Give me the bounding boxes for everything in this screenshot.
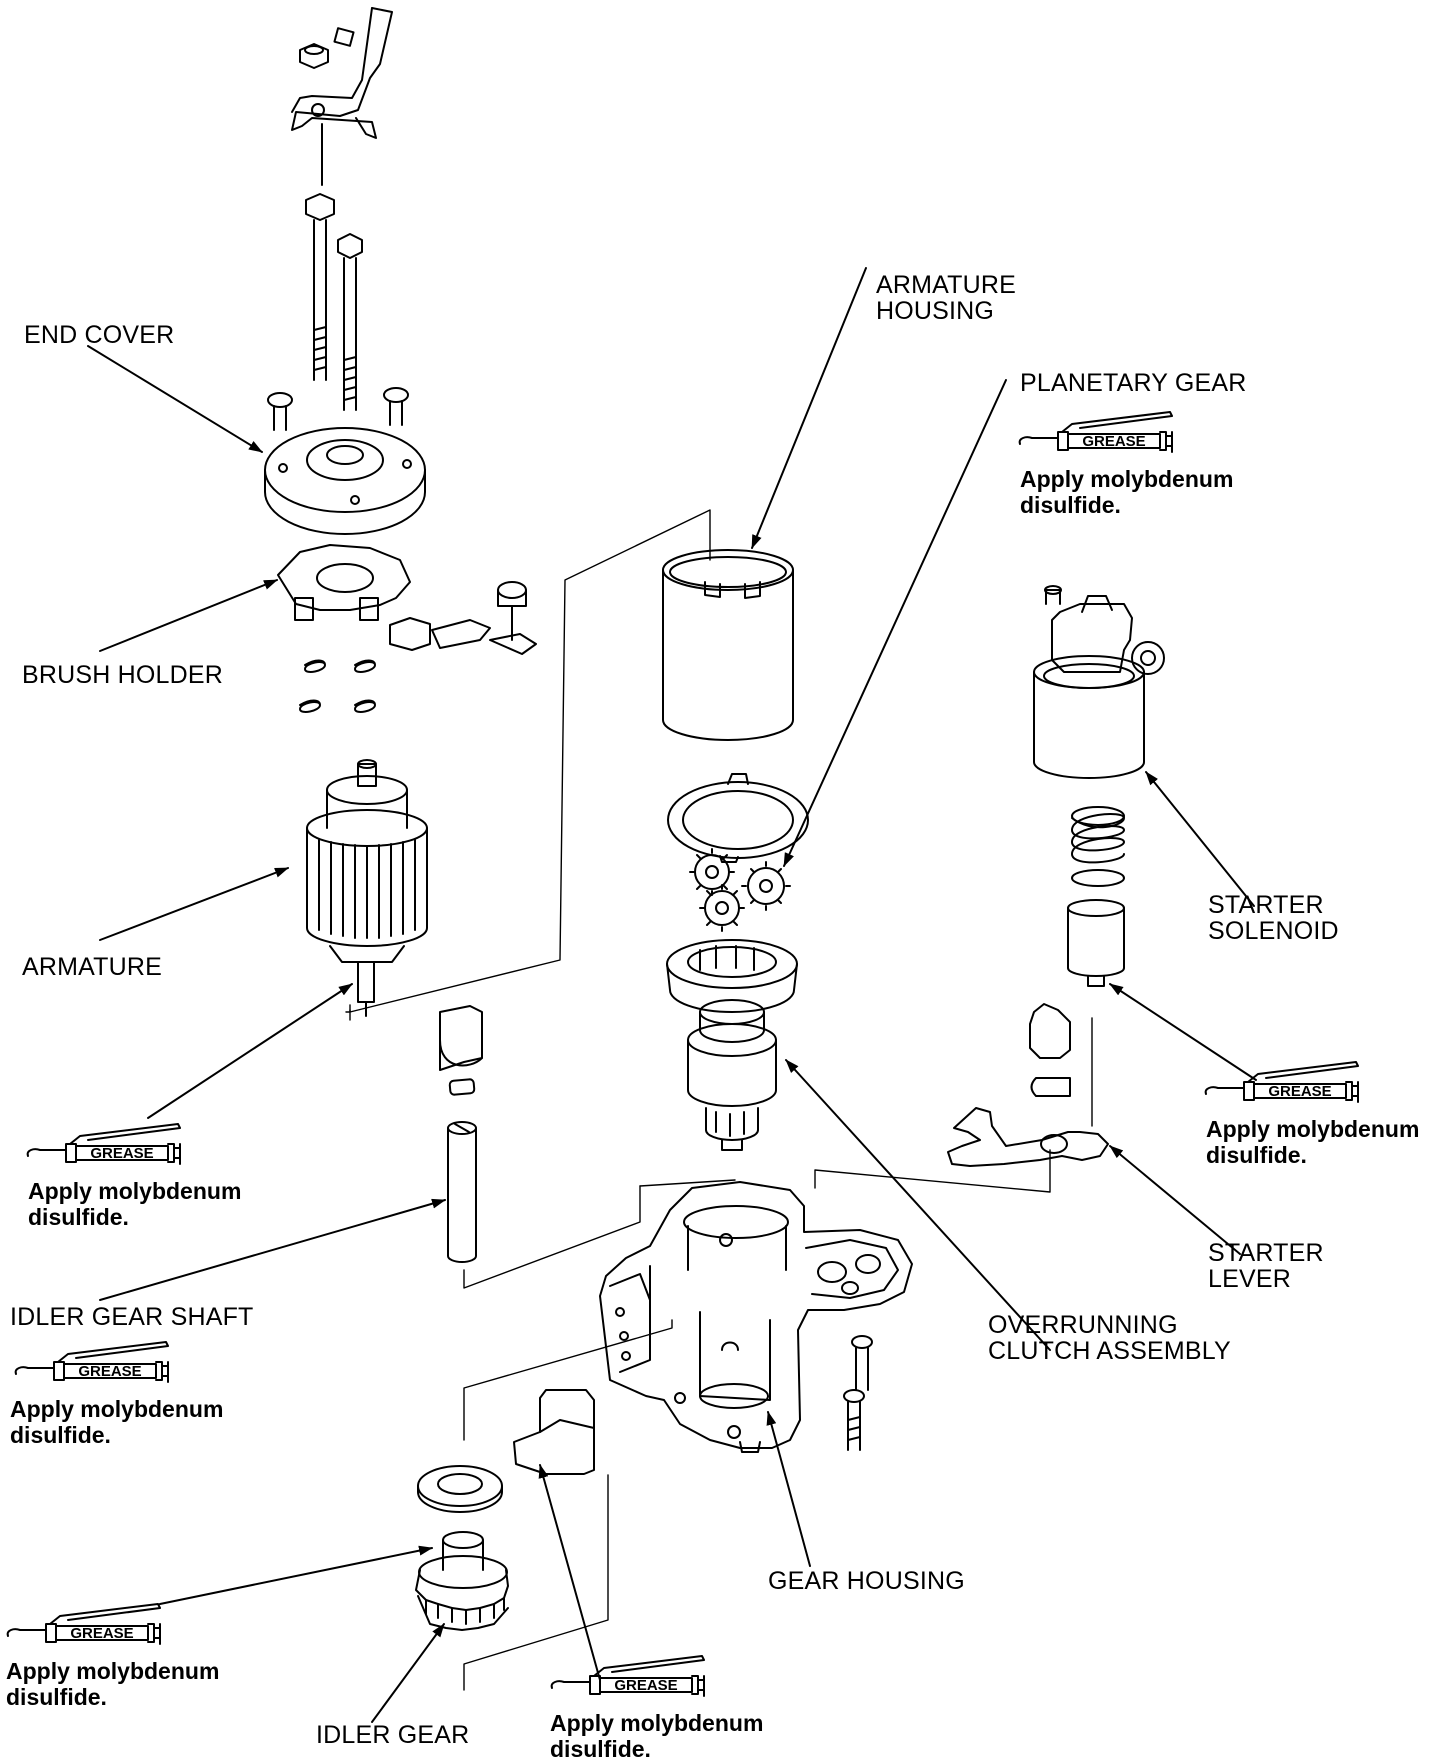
brush-springs bbox=[299, 659, 376, 713]
grease-gun-icon: GREASE bbox=[6, 1603, 161, 1645]
label-idler-gear-shaft: IDLER GEAR SHAFT bbox=[10, 1303, 254, 1331]
label-planetary-gear: PLANETARY GEAR bbox=[1020, 369, 1247, 397]
grease-label: GREASE bbox=[70, 1625, 133, 1642]
note-line2: disulfide. bbox=[28, 1204, 129, 1230]
leader-lines-center bbox=[751, 267, 1051, 1567]
label-end-cover: END COVER bbox=[24, 321, 175, 349]
note-line1: Apply molybdenum bbox=[28, 1178, 242, 1204]
note-lever-shoe: Apply molybdenum disulfide. bbox=[550, 1710, 763, 1762]
terminal-bracket bbox=[291, 7, 393, 139]
through-bolts bbox=[305, 123, 363, 411]
idler-shaft-parts bbox=[439, 1005, 483, 1263]
note-planetary-gear: Apply molybdenum disulfide. bbox=[1020, 466, 1233, 518]
label-overrunning-clutch-line2: CLUTCH ASSEMBLY bbox=[988, 1337, 1231, 1365]
grease-label: GREASE bbox=[614, 1677, 677, 1694]
note-line2: disulfide. bbox=[10, 1422, 111, 1448]
label-gear-housing: GEAR HOUSING bbox=[768, 1567, 965, 1595]
label-starter-solenoid-line2: SOLENOID bbox=[1208, 917, 1339, 945]
brush-holder bbox=[277, 544, 411, 621]
washer bbox=[417, 1465, 503, 1513]
starter-lever bbox=[947, 1107, 1109, 1167]
label-armature-housing-line1: ARMATURE bbox=[876, 271, 1017, 299]
grease-label: GREASE bbox=[1268, 1083, 1331, 1100]
label-overrunning-clutch-line1: OVERRUNNING bbox=[988, 1311, 1178, 1339]
overrunning-clutch bbox=[666, 939, 798, 1151]
label-starter-lever-line1: STARTER bbox=[1208, 1239, 1324, 1267]
end-cover bbox=[264, 427, 426, 535]
idler-gear bbox=[415, 1531, 509, 1631]
grease-gun-icon: GREASE bbox=[26, 1123, 181, 1165]
grease-label: GREASE bbox=[78, 1363, 141, 1380]
grease-gun-icon: GREASE bbox=[14, 1341, 169, 1383]
solenoid-plunger bbox=[1067, 899, 1125, 987]
note-line1: Apply molybdenum bbox=[550, 1710, 764, 1736]
gasket-ring bbox=[667, 773, 809, 863]
armature bbox=[306, 759, 428, 1017]
alignment-lines bbox=[345, 509, 1093, 1691]
grease-gun-icon: GREASE bbox=[1204, 1061, 1359, 1103]
brush-parts bbox=[389, 581, 537, 655]
note-idler-gear-shaft: Apply molybdenum disulfide. bbox=[10, 1396, 223, 1448]
lever-pads bbox=[1029, 1003, 1071, 1097]
grease-label: GREASE bbox=[90, 1145, 153, 1162]
leader-lines-left bbox=[87, 345, 601, 1723]
starter-solenoid bbox=[1033, 585, 1165, 779]
leader-lines-right bbox=[1109, 771, 1257, 1255]
label-starter-solenoid-line1: STARTER bbox=[1208, 891, 1324, 919]
grease-gun-icon: GREASE bbox=[1018, 411, 1173, 453]
label-armature-housing-line2: HOUSING bbox=[876, 297, 995, 325]
label-brush-holder: BRUSH HOLDER bbox=[22, 661, 224, 689]
note-armature-shaft: Apply molybdenum disulfide. bbox=[28, 1178, 241, 1230]
lever-shoe bbox=[513, 1389, 595, 1475]
armature-housing bbox=[662, 549, 794, 741]
note-line2: disulfide. bbox=[6, 1684, 107, 1710]
label-idler-gear: IDLER GEAR bbox=[316, 1721, 470, 1749]
grease-gun-symbols: GREASE GREASE GREASE GREASE GREASE GREASE bbox=[6, 411, 1359, 1697]
gear-housing bbox=[599, 1181, 913, 1453]
planetary-gears bbox=[689, 848, 791, 932]
gear-housing-bolts bbox=[843, 1335, 873, 1451]
note-line1: Apply molybdenum bbox=[1206, 1116, 1420, 1142]
grease-label: GREASE bbox=[1082, 433, 1145, 450]
note-line1: Apply molybdenum bbox=[10, 1396, 224, 1422]
nut-top bbox=[299, 43, 329, 69]
note-line2: disulfide. bbox=[550, 1736, 651, 1762]
end-cover-screws bbox=[267, 387, 409, 431]
note-solenoid-plunger: Apply molybdenum disulfide. bbox=[1206, 1116, 1419, 1168]
note-line2: disulfide. bbox=[1206, 1142, 1307, 1168]
label-armature: ARMATURE bbox=[22, 953, 163, 981]
grease-gun-icon: GREASE bbox=[550, 1655, 705, 1697]
note-line2: disulfide. bbox=[1020, 492, 1121, 518]
label-starter-lever-line2: LEVER bbox=[1208, 1265, 1291, 1293]
note-idler-gear: Apply molybdenum disulfide. bbox=[6, 1658, 219, 1710]
note-line1: Apply molybdenum bbox=[1020, 466, 1234, 492]
note-line1: Apply molybdenum bbox=[6, 1658, 220, 1684]
solenoid-spring bbox=[1071, 806, 1125, 887]
